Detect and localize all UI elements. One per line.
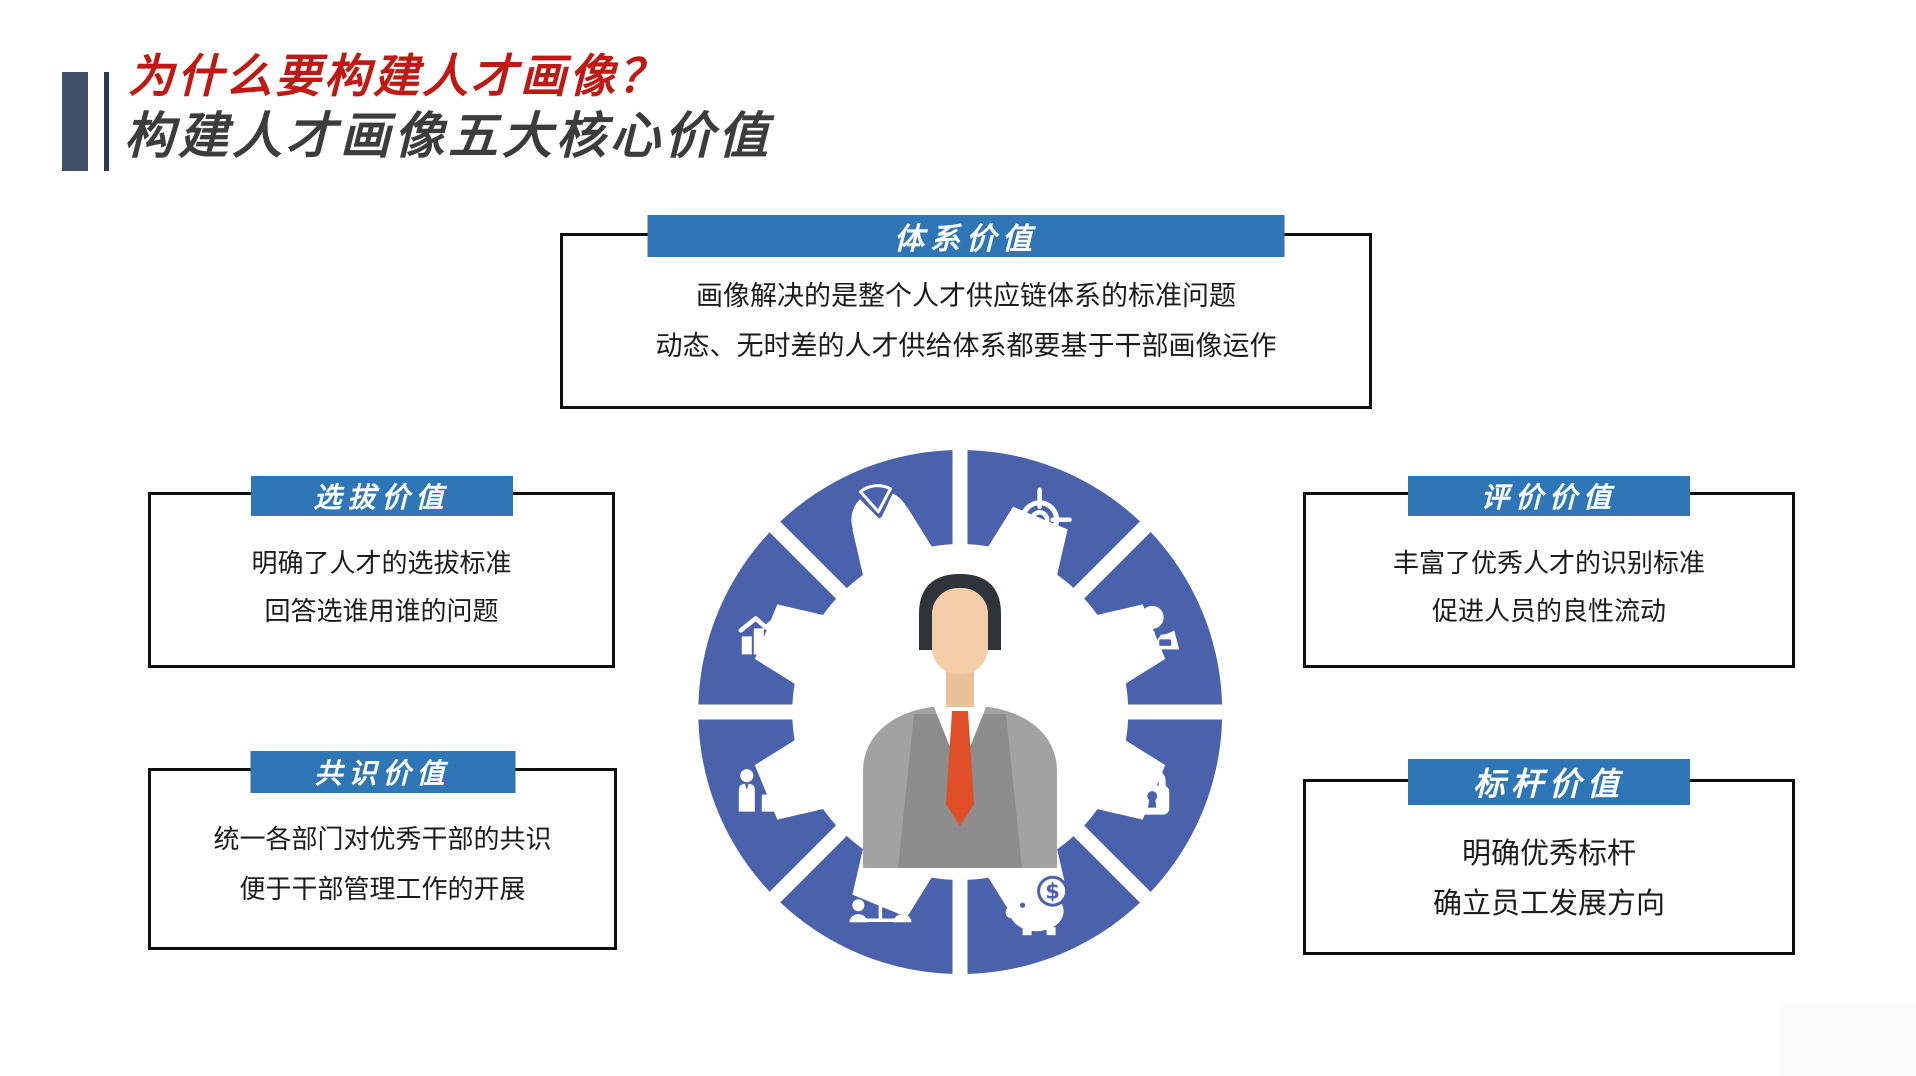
piggy-bank-icon: $ (1005, 875, 1069, 936)
value-box-system-line-1: 画像解决的是整个人才供应链体系的标准问题 (696, 281, 1236, 312)
value-box-system-header: 体系价值 (647, 215, 1285, 257)
title-accent-line (104, 72, 109, 171)
title-accent-bar (62, 72, 88, 171)
value-box-benchmark-line-1: 明确优秀标杆 (1461, 836, 1636, 870)
value-box-system-line-2: 动态、无时差的人才供给体系都要基于干部画像运作 (655, 331, 1277, 362)
career-growth-icon (738, 769, 801, 812)
value-box-evaluation-line-1: 丰富了优秀人才的识别标准 (1392, 549, 1705, 579)
value-box-benchmark: 标杆价值 明确优秀标杆 确立员工发展方向 (1303, 759, 1795, 955)
lock-icon (1135, 768, 1170, 815)
figure-tie (946, 711, 974, 826)
target-icon (1007, 487, 1072, 553)
businessman-figure (863, 574, 1057, 868)
bar-chart-icon (738, 609, 788, 655)
value-box-selection: 选拔价值 明确了人才的选拔标准 回答选谁用谁的问题 (148, 476, 615, 668)
value-box-selection-line-1: 明确了人才的选拔标准 (251, 549, 512, 579)
pie-chart-icon (851, 484, 910, 549)
figure-face (932, 588, 988, 674)
value-box-system: 体系价值 画像解决的是整个人才供应链体系的标准问题 动态、无时差的人才供给体系都… (560, 215, 1372, 409)
value-box-selection-header: 选拔价值 (250, 476, 513, 516)
value-box-benchmark-header: 标杆价值 (1408, 759, 1690, 805)
org-chart-icon (849, 874, 912, 923)
value-box-evaluation-line-2: 促进人员的良性流动 (1431, 597, 1666, 627)
talent-wheel-diagram: $ (660, 412, 1260, 1012)
value-box-benchmark-line-2: 确立员工发展方向 (1432, 886, 1665, 920)
page-title: 为什么要构建人才画像？ (128, 49, 667, 103)
manager-icon (1125, 605, 1180, 650)
page-subtitle: 构建人才画像五大核心价值 (124, 106, 772, 165)
watermark-square (1779, 1002, 1916, 1076)
value-box-consensus-line-1: 统一各部门对优秀干部的共识 (213, 825, 552, 855)
dollar-sign: $ (1045, 880, 1060, 904)
value-box-consensus: 共识价值 统一各部门对优秀干部的共识 便于干部管理工作的开展 (148, 751, 617, 950)
value-box-consensus-header: 共识价值 (250, 751, 515, 793)
value-box-evaluation: 评价价值 丰富了优秀人才的识别标准 促进人员的良性流动 (1303, 476, 1795, 668)
value-box-evaluation-header: 评价价值 (1408, 476, 1690, 516)
value-box-selection-line-2: 回答选谁用谁的问题 (264, 597, 499, 627)
value-box-consensus-line-2: 便于干部管理工作的开展 (239, 875, 526, 905)
